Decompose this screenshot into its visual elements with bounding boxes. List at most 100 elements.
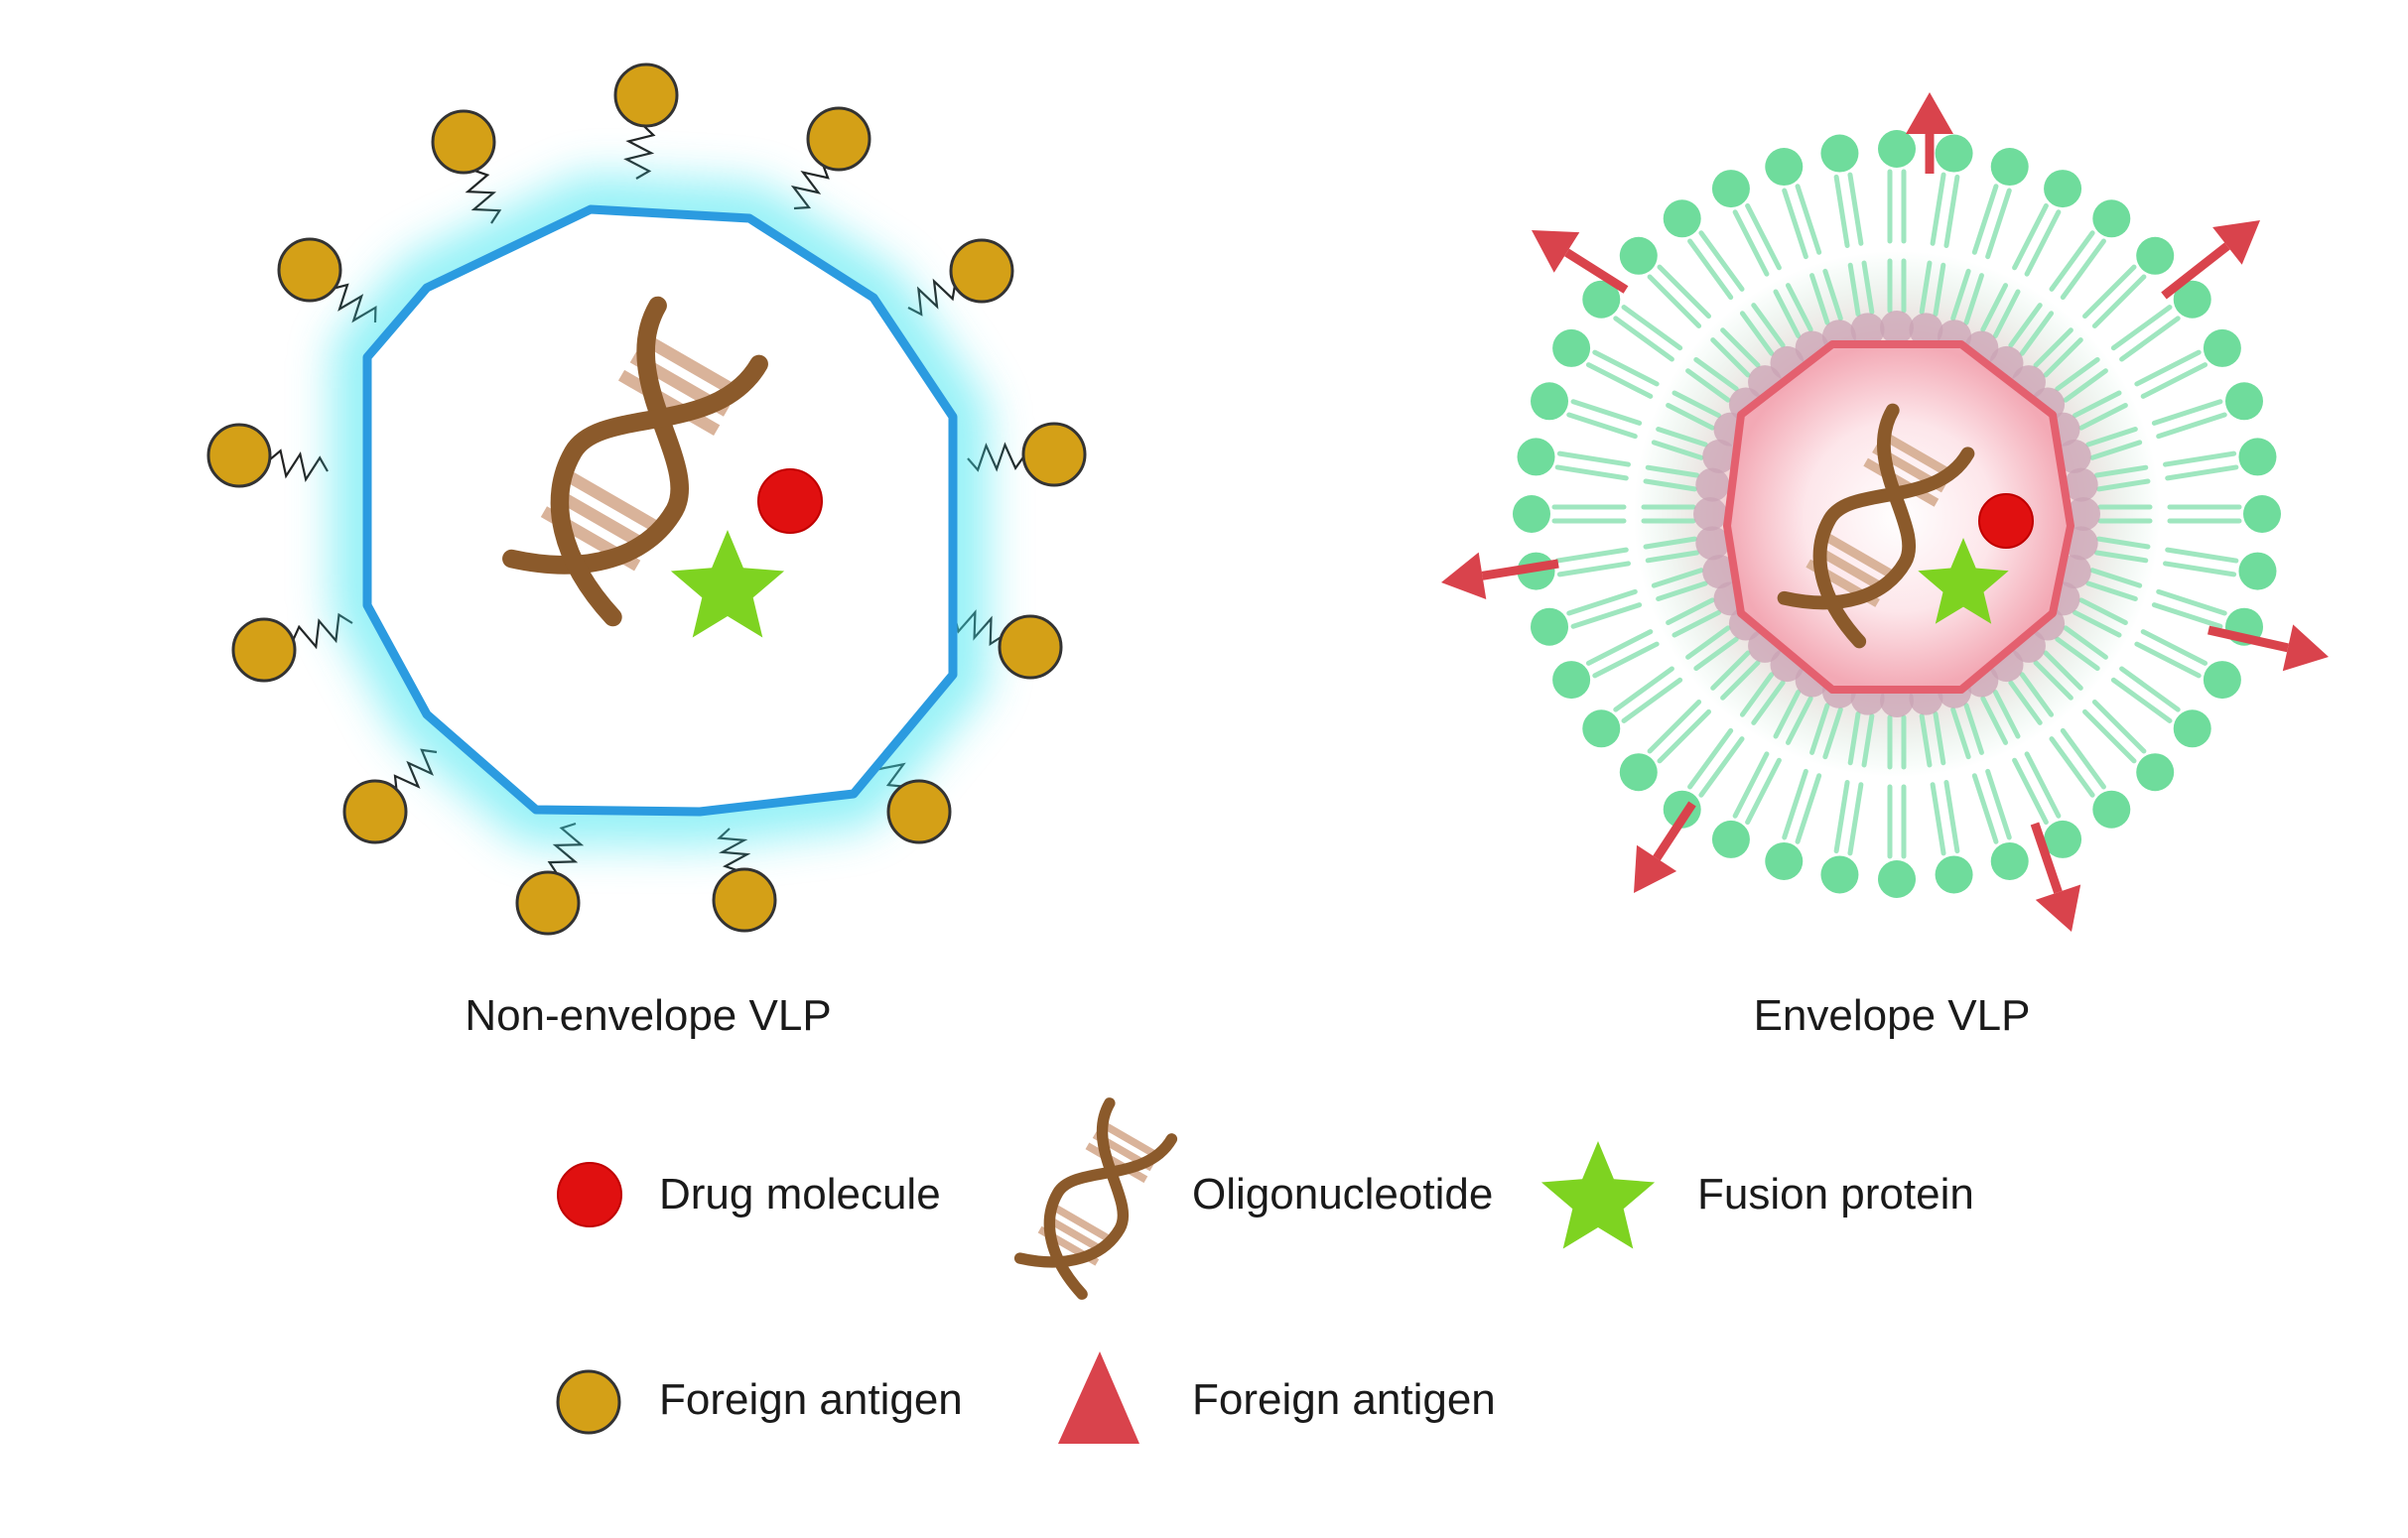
lipid-head-outer bbox=[1820, 855, 1859, 894]
lipid-tail bbox=[1698, 736, 1745, 798]
lipid-head-outer bbox=[2243, 495, 2281, 533]
lipid-tail bbox=[1847, 172, 1864, 246]
lipid-tail bbox=[1666, 597, 1715, 626]
lipid-tail bbox=[1739, 311, 1775, 356]
dna-rung bbox=[1049, 1203, 1114, 1244]
lipid-tail bbox=[1732, 751, 1770, 819]
dna-rung bbox=[1085, 1142, 1148, 1184]
lipid-tail bbox=[1745, 202, 1782, 271]
dna-rung bbox=[641, 333, 740, 398]
lipid-tail bbox=[1963, 273, 1984, 325]
lipid-tail bbox=[2024, 751, 2062, 819]
dna-strand bbox=[1812, 447, 1975, 649]
lipid-head-inner bbox=[1702, 555, 1737, 589]
lipid-tail bbox=[1785, 283, 1813, 332]
lipid-head-outer bbox=[1935, 134, 1973, 173]
lipid-tail bbox=[1645, 550, 1700, 564]
lipid-head-outer bbox=[2238, 552, 2277, 590]
arrow-shaft bbox=[1653, 801, 1696, 861]
lipid-tail bbox=[1739, 672, 1775, 717]
lipid-tail bbox=[1822, 268, 1843, 321]
linker-chain bbox=[267, 449, 329, 482]
lipid-tail bbox=[2049, 736, 2095, 798]
lipid-tail bbox=[1985, 188, 2012, 260]
lipid-tail bbox=[2019, 672, 2055, 717]
lipid-tail bbox=[1933, 710, 1946, 766]
dna-rung bbox=[1099, 1120, 1160, 1160]
lipid-tail bbox=[1809, 273, 1830, 325]
foreign-antigen-ball bbox=[998, 614, 1063, 680]
legend-fusion-label: Fusion protein bbox=[1697, 1170, 1974, 1218]
lipid-tail bbox=[2089, 440, 2143, 460]
lipid-tail bbox=[2060, 238, 2106, 301]
lipid-head-outer bbox=[1517, 438, 1555, 476]
lipid-tail bbox=[1720, 660, 1761, 701]
lipid-tail bbox=[2082, 708, 2137, 764]
lipid-head-inner bbox=[1695, 467, 1730, 502]
lipid-tail bbox=[1647, 274, 1702, 328]
lipid-head-outer bbox=[1552, 328, 1591, 367]
lipid-tail bbox=[1782, 768, 1808, 840]
lipid-tail bbox=[1710, 337, 1751, 378]
lipid-head-inner bbox=[1880, 311, 1914, 344]
lipid-tail bbox=[2082, 264, 2137, 320]
envelope-vlp: Envelope VLP bbox=[1441, 92, 2329, 1040]
lipid-tail bbox=[1985, 768, 2012, 840]
legend-item-antigen-circle: Foreign antigen bbox=[556, 1369, 963, 1435]
lipid-tail bbox=[1822, 706, 1843, 760]
lipid-tail bbox=[1971, 773, 1999, 844]
lipid-tail bbox=[1672, 390, 1722, 419]
lipid-head-outer bbox=[1619, 753, 1658, 792]
legend-antigen-circle-label: Foreign antigen bbox=[659, 1375, 963, 1424]
lipid-tail bbox=[2110, 677, 2173, 723]
legend-oligo-label: Oligonucleotide bbox=[1192, 1170, 1493, 1218]
lipid-tail bbox=[1556, 450, 1631, 467]
lipid-tail bbox=[1693, 356, 1739, 392]
lipid-head-outer bbox=[1663, 790, 1701, 829]
lipid-tail bbox=[2072, 609, 2122, 638]
lipid-tail bbox=[1657, 708, 1711, 764]
lipid-tail bbox=[1943, 780, 1960, 854]
lipid-tail bbox=[1685, 368, 1731, 403]
fusion-protein-icon bbox=[670, 530, 785, 638]
lipid-head-outer bbox=[1513, 495, 1550, 533]
lipid-tail bbox=[2078, 597, 2128, 626]
lipid-tail bbox=[1720, 327, 1761, 368]
lipid-tail bbox=[2119, 316, 2181, 362]
lipid-head-inner bbox=[1702, 439, 1737, 473]
arrow-head bbox=[1532, 230, 1580, 273]
lipid-tail bbox=[1570, 602, 1643, 629]
lipid-tail bbox=[1621, 305, 1683, 351]
lipid-tail bbox=[1656, 580, 1708, 601]
lipid-tail bbox=[1687, 238, 1734, 301]
lipid-head-inner bbox=[1695, 526, 1730, 561]
lipid-tail bbox=[1992, 689, 2021, 739]
lipid-tail bbox=[1698, 230, 1745, 292]
lipid-tail bbox=[1809, 703, 1830, 755]
arrow-head bbox=[2282, 624, 2329, 672]
lipid-head-outer bbox=[1619, 236, 1658, 275]
lipid-tail bbox=[1861, 713, 1875, 768]
lipid-tail bbox=[1592, 349, 1660, 387]
lipid-tail bbox=[1585, 362, 1654, 399]
lipid-tail bbox=[2012, 202, 2049, 271]
lipid-tail bbox=[1710, 650, 1751, 691]
lipid-tail bbox=[1592, 641, 1660, 679]
lipid-head-outer bbox=[2224, 382, 2263, 421]
lipid-tail bbox=[2019, 311, 2055, 356]
lipid-tail bbox=[2085, 580, 2138, 601]
envelope-vlp-label: Envelope VLP bbox=[1754, 991, 2031, 1040]
lipid-head-outer bbox=[1531, 382, 1569, 421]
lipid-tail bbox=[2091, 700, 2147, 754]
lipid-head-outer bbox=[1552, 661, 1591, 700]
lipid-head-outer bbox=[2092, 199, 2131, 238]
arrow-shaft bbox=[2161, 242, 2230, 300]
lipid-tail bbox=[2033, 327, 2074, 368]
non-envelope-vlp-label: Non-envelope VLP bbox=[465, 991, 831, 1040]
lipid-head-outer bbox=[1582, 280, 1621, 319]
arrow-head bbox=[1906, 92, 1953, 134]
arrow-shaft bbox=[1564, 248, 1629, 294]
foreign-antigen-ball bbox=[277, 237, 342, 303]
lipid-tail bbox=[1657, 264, 1711, 320]
